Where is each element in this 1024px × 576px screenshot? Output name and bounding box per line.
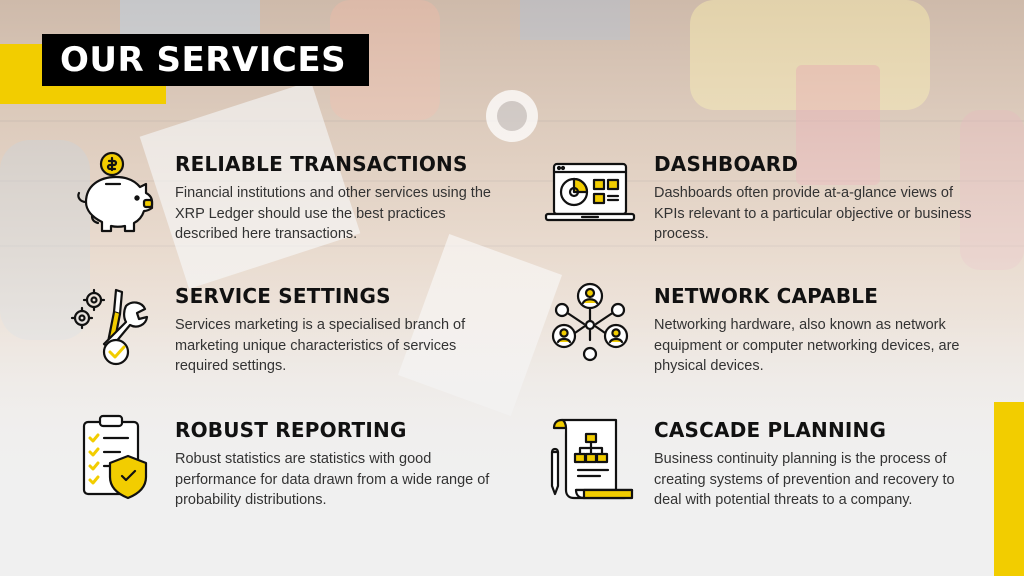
blueprint-plan-icon	[542, 412, 638, 508]
service-heading: DASHBOARD	[654, 152, 799, 176]
service-description: Dashboards often provide at-a-glance vie…	[654, 185, 972, 242]
service-robust-reporting: ROBUST REPORTING Robust statistics are s…	[175, 418, 495, 511]
service-description: Financial institutions and other service…	[175, 185, 491, 242]
service-heading: RELIABLE TRANSACTIONS	[175, 152, 468, 176]
service-cascade-planning: CASCADE PLANNING Business continuity pla…	[654, 418, 984, 511]
service-description: Services marketing is a specialised bran…	[175, 317, 466, 374]
network-people-icon	[542, 278, 638, 374]
tools-settings-icon	[66, 278, 162, 374]
checklist-shield-icon	[66, 412, 162, 508]
service-dashboard: DASHBOARD Dashboards often provide at-a-…	[654, 152, 974, 245]
service-heading: SERVICE SETTINGS	[175, 284, 391, 308]
side-accent-bar	[994, 402, 1024, 576]
page-title: OUR SERVICES	[60, 40, 347, 80]
service-description: Robust statistics are statistics with go…	[175, 451, 490, 508]
service-reliable-transactions: RELIABLE TRANSACTIONS Financial institut…	[175, 152, 495, 245]
service-service-settings: SERVICE SETTINGS Services marketing is a…	[175, 284, 495, 377]
service-heading: NETWORK CAPABLE	[654, 284, 879, 308]
title-banner: OUR SERVICES	[42, 34, 369, 86]
service-description: Business continuity planning is the proc…	[654, 451, 955, 508]
piggy-bank-icon	[66, 146, 162, 242]
service-network-capable: NETWORK CAPABLE Networking hardware, als…	[654, 284, 974, 377]
service-description: Networking hardware, also known as netwo…	[654, 317, 960, 374]
service-heading: CASCADE PLANNING	[654, 418, 887, 442]
dashboard-laptop-icon	[542, 146, 638, 242]
service-heading: ROBUST REPORTING	[175, 418, 407, 442]
